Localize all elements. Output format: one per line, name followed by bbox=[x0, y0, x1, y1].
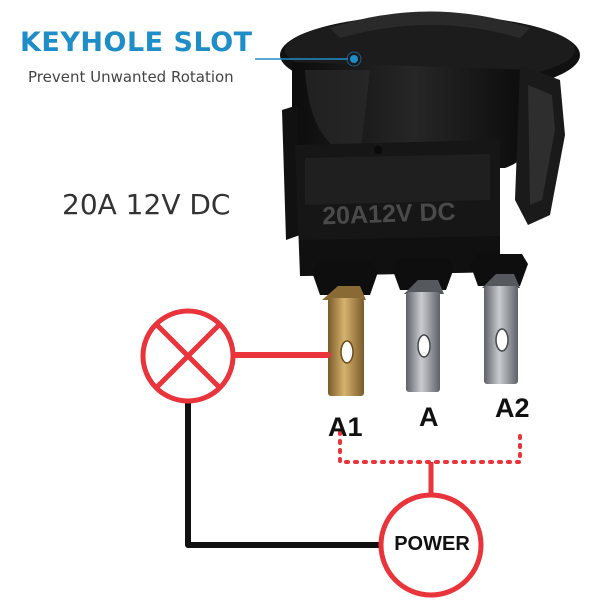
keyhole-slot-marker bbox=[350, 55, 358, 63]
lamp-to-power-wire bbox=[185, 399, 383, 548]
side-latch-highlight bbox=[528, 85, 555, 205]
rocker-top bbox=[330, 11, 530, 38]
terminal-a bbox=[404, 280, 444, 392]
keyhole-slot-title: KEYHOLE SLOT bbox=[20, 27, 253, 58]
housing-left-edge bbox=[282, 105, 300, 240]
terminal-a1 bbox=[322, 286, 366, 396]
mount-a1 bbox=[312, 262, 378, 295]
housing-highlight bbox=[305, 70, 370, 158]
selectable-connection-dotted bbox=[338, 430, 522, 464]
power-circle bbox=[378, 492, 484, 598]
terminal-a2-hole bbox=[495, 328, 509, 352]
terminal-label-a1: A1 bbox=[328, 412, 363, 442]
keyhole-slot-subtitle: Prevent Unwanted Rotation bbox=[28, 68, 234, 86]
terminal-a1-hole bbox=[340, 340, 354, 364]
terminal-a-shoulder bbox=[404, 280, 444, 294]
rating-label: 20A 12V DC bbox=[62, 188, 231, 221]
body-dimple bbox=[374, 146, 382, 154]
body-marking: 20A12V DC bbox=[322, 198, 456, 231]
power-label: POWER bbox=[394, 533, 470, 555]
terminal-label-a: A bbox=[419, 402, 439, 432]
terminal-a1-shoulder bbox=[322, 286, 366, 300]
terminal-label-a2: A2 bbox=[495, 393, 530, 423]
lamp-symbol-icon bbox=[140, 308, 236, 404]
marking-panel bbox=[305, 154, 490, 205]
terminal-a-hole bbox=[417, 334, 431, 358]
terminal-a2 bbox=[482, 274, 520, 384]
lamp-cross-2 bbox=[155, 323, 221, 389]
wiring bbox=[185, 352, 522, 548]
terminal-a2-shoulder bbox=[482, 274, 520, 288]
